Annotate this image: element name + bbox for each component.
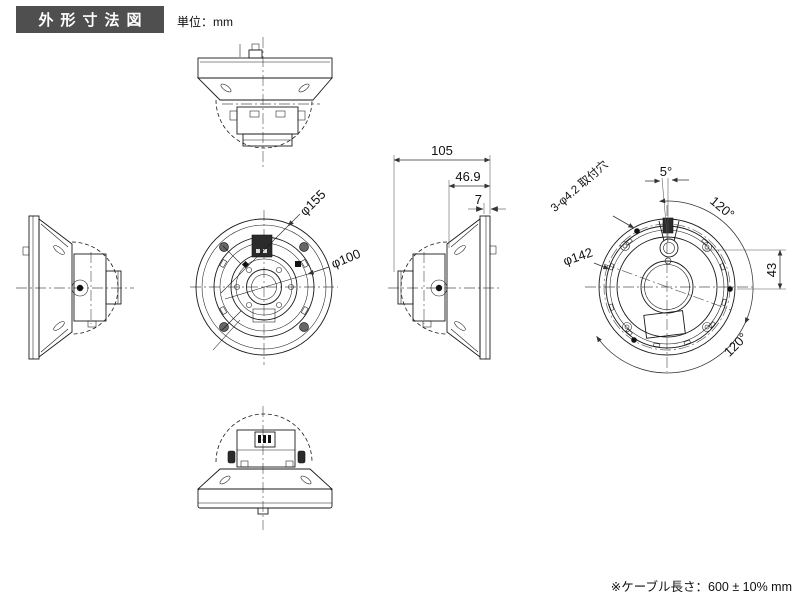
connector-block <box>251 234 273 258</box>
title-box: 外形寸法図 <box>16 6 164 33</box>
screw <box>299 322 309 332</box>
dim-hole-spacing-lower: 120° <box>721 330 751 360</box>
left-side-view <box>16 215 134 360</box>
depth-dimensions: 105 46.9 7 <box>393 143 506 272</box>
dim-tilt-angle: 5° <box>660 164 672 179</box>
screw <box>299 242 309 252</box>
mounting-hole <box>727 286 733 292</box>
cable-note: ※ケーブル長さ：600 ± 10% mm <box>610 580 792 594</box>
mounting-hole <box>634 228 640 234</box>
dim-outer-diameter: φ155 <box>297 187 329 219</box>
top-view <box>196 37 333 168</box>
dim-hole-offset: 43 <box>764 263 779 277</box>
page-title: 外形寸法図 <box>38 12 149 29</box>
front-view <box>190 210 338 365</box>
screw <box>219 322 229 332</box>
unit-label: 単位：mm <box>177 15 233 29</box>
right-side-view <box>388 215 500 360</box>
dim-body-depth: 46.9 <box>455 169 480 184</box>
dim-bolt-circle: φ142 <box>561 245 594 269</box>
dim-plate-thickness: 7 <box>475 192 482 207</box>
dim-dome-diameter: φ100 <box>329 246 363 271</box>
bottom-view <box>196 406 334 530</box>
dim-hole-spacing-upper: 120° <box>707 193 737 222</box>
dim-overall-depth: 105 <box>431 143 453 158</box>
dim-mounting-holes: 3-φ4.2 取付穴 <box>547 157 610 215</box>
mounting-hole <box>631 337 637 343</box>
